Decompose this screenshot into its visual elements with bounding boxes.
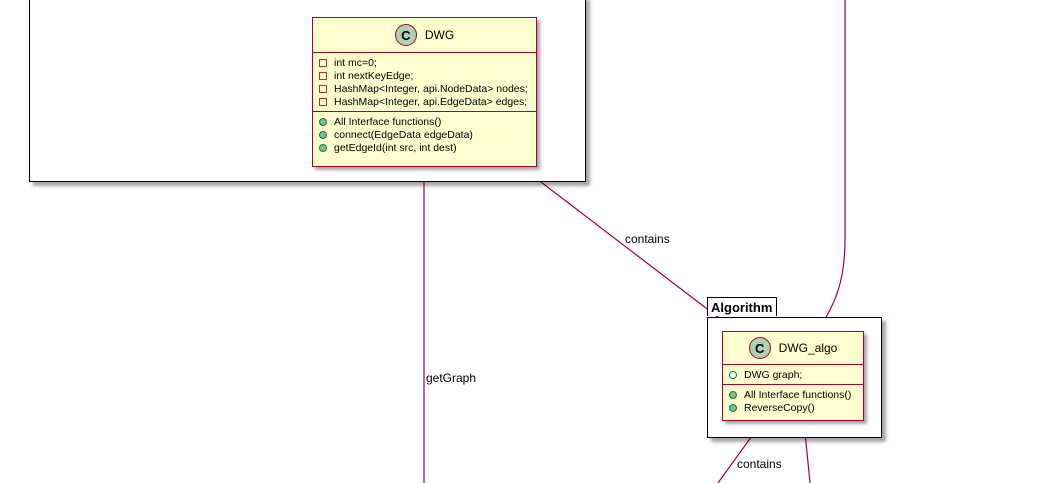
class-dwg-algo-fields: DWG graph; bbox=[723, 365, 863, 384]
edge-label-contains-top: contains bbox=[625, 232, 670, 246]
field-text: DWG graph; bbox=[744, 368, 803, 381]
class-dwg-algo-methods: All Interface functions() ReverseCopy() bbox=[723, 384, 863, 417]
field-text: int mc=0; bbox=[334, 56, 377, 69]
class-dwg-fields: int mc=0; int nextKeyEdge; HashMap<Integ… bbox=[313, 53, 536, 111]
field-row: HashMap<Integer, api.NodeData> nodes; bbox=[319, 82, 536, 95]
field-row: DWG graph; bbox=[729, 368, 863, 381]
method-row: connect(EdgeData edgeData) bbox=[319, 128, 536, 141]
field-text: HashMap<Integer, api.EdgeData> edges; bbox=[334, 95, 528, 108]
class-dwg-algo-name: DWG_algo bbox=[778, 341, 838, 355]
public-method-icon bbox=[319, 130, 327, 139]
class-dwg: C DWG int mc=0; int nextKeyEdge; HashMap… bbox=[312, 17, 537, 167]
public-field-icon bbox=[729, 370, 737, 379]
edge-label-get-graph: getGraph bbox=[426, 371, 477, 385]
public-method-icon bbox=[319, 143, 327, 152]
class-dwg-methods: All Interface functions() connect(EdgeDa… bbox=[313, 111, 536, 157]
class-dwg-name: DWG bbox=[424, 28, 455, 42]
method-text: All Interface functions() bbox=[334, 115, 442, 128]
private-field-icon bbox=[319, 84, 327, 93]
public-method-icon bbox=[729, 403, 737, 412]
public-method-icon bbox=[729, 390, 737, 399]
edge-line-right-long bbox=[817, 0, 846, 332]
public-method-icon bbox=[319, 117, 327, 126]
edge-contains-top bbox=[519, 165, 737, 332]
class-dwg-header: C DWG bbox=[313, 18, 536, 53]
method-row: All Interface functions() bbox=[319, 115, 536, 128]
private-field-icon bbox=[319, 71, 327, 80]
field-row: int mc=0; bbox=[319, 56, 536, 69]
class-badge-icon: C bbox=[394, 24, 417, 46]
class-dwg-algo: C DWG_algo DWG graph; All Interface func… bbox=[722, 331, 864, 421]
method-text: getEdgeId(int src, int dest) bbox=[334, 141, 457, 154]
package-tab-algorithm: Algorithm bbox=[707, 297, 778, 316]
field-text: int nextKeyEdge; bbox=[334, 69, 414, 82]
method-row: All Interface functions() bbox=[729, 388, 863, 401]
class-badge-icon: C bbox=[748, 337, 771, 359]
field-row: int nextKeyEdge; bbox=[319, 69, 536, 82]
method-text: ReverseCopy() bbox=[744, 401, 815, 414]
method-row: ReverseCopy() bbox=[729, 401, 863, 414]
field-text: HashMap<Integer, api.NodeData> nodes; bbox=[334, 82, 528, 95]
private-field-icon bbox=[319, 97, 327, 106]
method-text: connect(EdgeData edgeData) bbox=[334, 128, 473, 141]
private-field-icon bbox=[319, 58, 327, 67]
class-dwg-algo-header: C DWG_algo bbox=[723, 332, 863, 365]
method-row: getEdgeId(int src, int dest) bbox=[319, 141, 536, 154]
edge-label-contains-bottom: contains bbox=[737, 457, 782, 471]
field-row: HashMap<Integer, api.EdgeData> edges; bbox=[319, 95, 536, 108]
method-text: All Interface functions() bbox=[744, 388, 852, 401]
